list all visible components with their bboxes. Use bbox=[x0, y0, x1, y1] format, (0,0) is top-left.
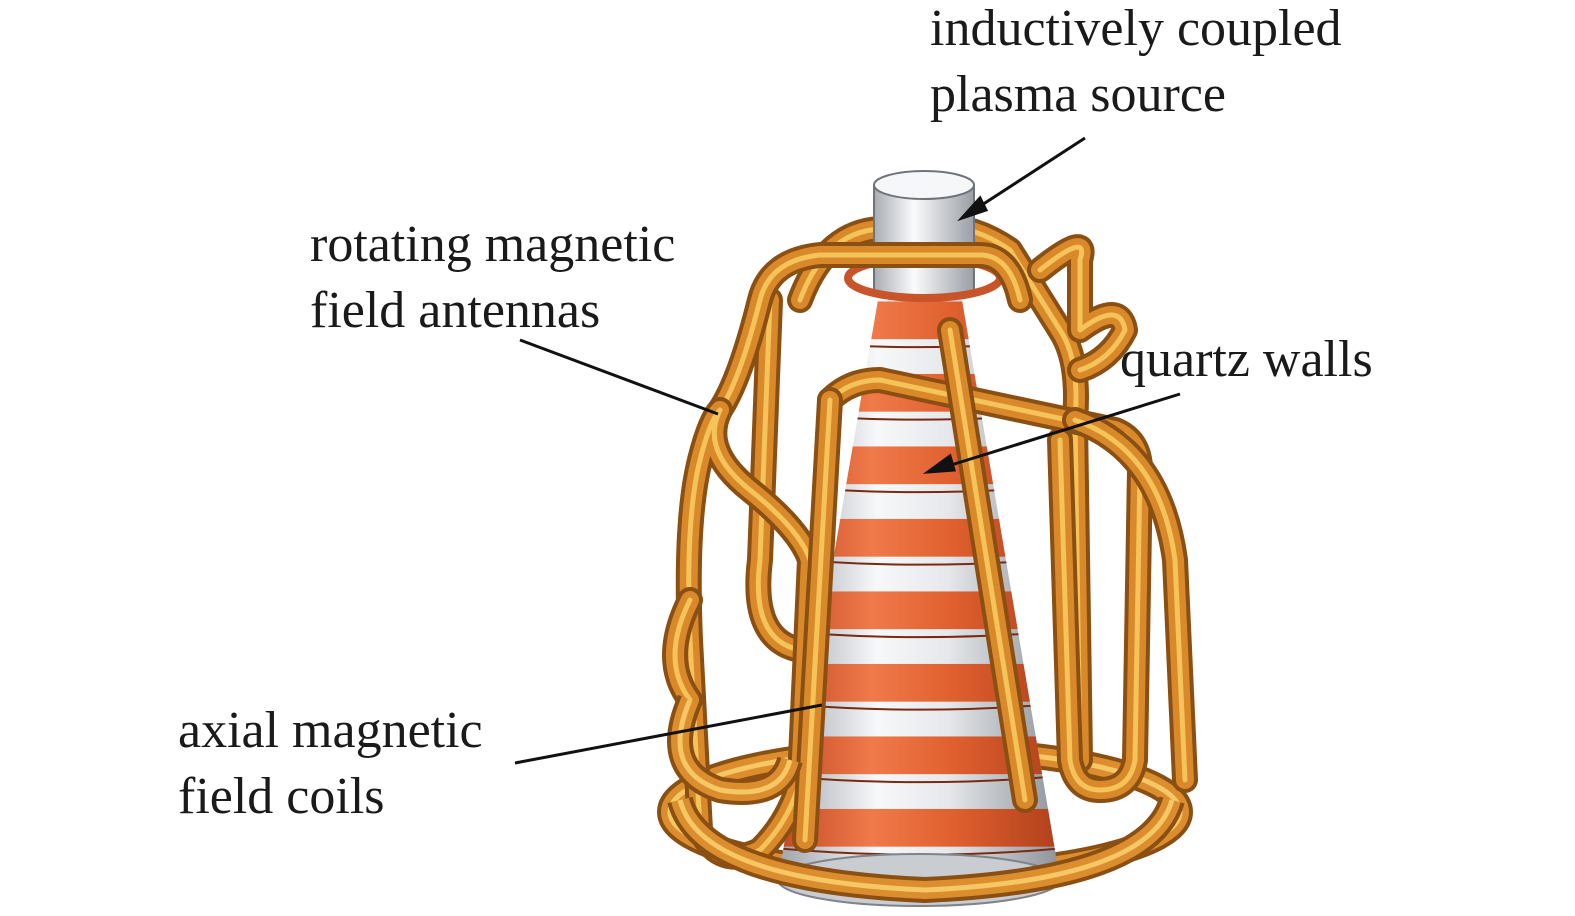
lower-ring-coils-front bbox=[667, 694, 1185, 904]
antenna-loop-right-highlight bbox=[827, 377, 1143, 793]
antenna-outer-right-highlight bbox=[1072, 417, 1188, 783]
antenna-strut-center-highlight bbox=[947, 327, 1028, 803]
leader-rmf-antennas bbox=[519, 338, 719, 416]
coil-band bbox=[778, 446, 1060, 485]
label-icp-source-line1: inductively coupled bbox=[930, 0, 1342, 57]
leader-lines bbox=[514, 136, 1181, 765]
arrowhead-icp-source bbox=[957, 195, 989, 222]
label-axial-coils-line1: axial magnetic bbox=[178, 702, 483, 759]
label-icp-source: inductively coupled plasma source bbox=[930, 0, 1342, 128]
leader-icp-source bbox=[967, 136, 1086, 216]
coil-band bbox=[778, 808, 1060, 847]
label-rmf-antennas-line2: field antennas bbox=[310, 282, 601, 339]
label-axial-coils: axial magnetic field coils bbox=[178, 698, 483, 830]
rmf-antennas-front bbox=[662, 242, 1198, 870]
antenna-arc-top-highlight bbox=[717, 252, 1023, 413]
label-axial-coils-line2: field coils bbox=[178, 768, 385, 825]
label-rmf-antennas-line1: rotating magnetic bbox=[310, 216, 676, 273]
label-icp-source-line2: plasma source bbox=[930, 66, 1227, 123]
antenna-loop-left-highlight bbox=[686, 407, 813, 860]
label-quartz-walls: quartz walls bbox=[1120, 327, 1373, 393]
antenna-outer-left-highlight bbox=[672, 597, 693, 703]
label-quartz-walls-line1: quartz walls bbox=[1120, 331, 1373, 388]
arrowhead-quartz-walls bbox=[922, 453, 956, 474]
antenna-loop-back-3-highlight bbox=[1037, 244, 1128, 373]
leader-quartz-walls bbox=[934, 392, 1181, 472]
label-rmf-antennas: rotating magnetic field antennas bbox=[310, 212, 675, 344]
leader-axial-coils bbox=[514, 703, 823, 765]
antenna-strut-front-highlight bbox=[802, 397, 833, 843]
antenna-loop-back-2-highlight bbox=[755, 297, 803, 653]
